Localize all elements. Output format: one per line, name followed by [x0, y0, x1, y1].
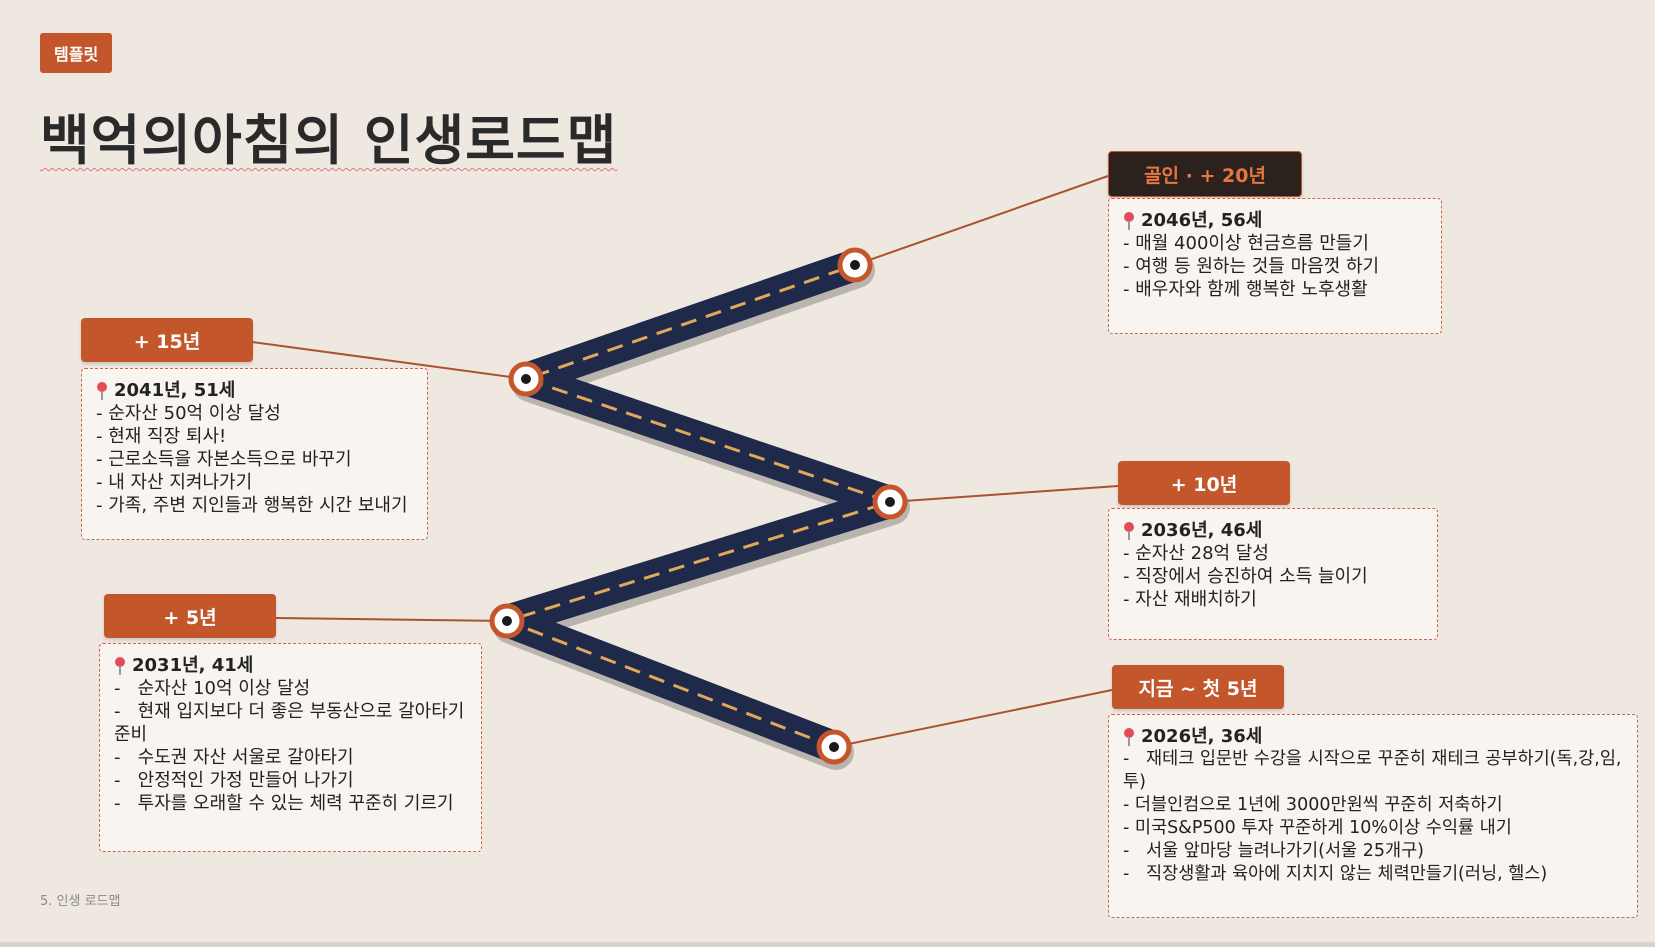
stage-box-goal: 2046년, 56세 - 매월 400이상 현금흐름 만들기 - 여행 등 원하…: [1108, 198, 1442, 334]
stage-label-10: + 10년: [1118, 461, 1290, 505]
stage-item: - 순자산 10억 이상 달성: [114, 678, 311, 699]
stage-label-goal: 골인 · + 20년: [1108, 151, 1302, 197]
stage-item: - 순자산 50억 이상 달성: [96, 403, 281, 424]
stage-head: 2046년, 56세: [1123, 209, 1429, 232]
stage-item: - 서울 앞마당 늘려나가기(서울 25개구): [1123, 841, 1425, 861]
stage-box-15: 2041년, 51세 - 순자산 50억 이상 달성 - 현재 직장 퇴사! -…: [81, 368, 428, 540]
stage-item: - 자산 재배치하기: [1123, 589, 1257, 610]
connector-10: [889, 485, 1119, 503]
stage-box-now: 2026년, 36세 - 재테크 입문반 수강을 시작으로 꾸준히 재테크 공부…: [1108, 714, 1638, 918]
stage-head: 2026년, 36세: [1123, 725, 1625, 748]
pin-icon: [114, 656, 126, 676]
stage-head: 2031년, 41세: [114, 654, 469, 677]
connector-5: [275, 617, 508, 622]
page-title: 백억의아침의 인생로드맵: [40, 109, 618, 172]
stage-label-5: + 5년: [104, 594, 276, 638]
connector-15: [251, 341, 527, 380]
stage-label-now: 지금 ~ 첫 5년: [1112, 665, 1284, 709]
bottom-rule: [0, 942, 1655, 947]
road-dashes: [505, 263, 892, 749]
milestone-marker-goal: [837, 247, 873, 283]
connector-now: [833, 689, 1113, 748]
stage-head: 2036년, 46세: [1123, 519, 1425, 542]
pin-icon: [1123, 727, 1135, 747]
stage-item: - 미국S&P500 투자 꾸준하게 10%이상 수익률 내기: [1123, 818, 1512, 838]
stage-label-15: + 15년: [81, 318, 253, 362]
template-tag: 템플릿: [40, 33, 113, 73]
stage-item: - 직장에서 승진하여 소득 늘이기: [1123, 566, 1368, 587]
stage-item: - 재테크 입문반 수강을 시작으로 꾸준히 재테크 공부하기(독,강,임,투): [1123, 749, 1622, 792]
stage-item: - 안정적인 가정 만들어 나가기: [114, 770, 354, 791]
milestone-marker-15: [508, 361, 544, 397]
pin-icon: [1123, 211, 1135, 231]
milestone-marker-now: [816, 729, 852, 765]
stage-item: - 직장생활과 육아에 지치지 않는 체력만들기(러닝, 헬스): [1123, 864, 1548, 884]
connector-goal: [854, 175, 1109, 266]
stage-item: - 여행 등 원하는 것들 마음껏 하기: [1123, 256, 1380, 277]
stage-item: - 현재 입지보다 더 좋은 부동산으로 갈아타기 준비: [114, 701, 471, 745]
milestone-marker-10: [872, 484, 908, 520]
stage-item: - 매월 400이상 현금흐름 만들기: [1123, 233, 1369, 254]
stage-item: - 더블인컴으로 1년에 3000만원씩 꾸준히 저축하기: [1123, 795, 1503, 815]
stage-head: 2041년, 51세: [96, 379, 415, 402]
stage-box-10: 2036년, 46세 - 순자산 28억 달성 - 직장에서 승진하여 소득 늘…: [1108, 508, 1438, 640]
stage-item: - 가족, 주변 지인들과 행복한 시간 보내기: [96, 495, 408, 516]
stage-item: - 순자산 28억 달성: [1123, 543, 1269, 564]
stage-item: - 투자를 오래할 수 있는 체력 꾸준히 기르기: [114, 793, 454, 814]
stage-box-5: 2031년, 41세 - 순자산 10억 이상 달성 - 현재 입지보다 더 좋…: [99, 643, 482, 852]
pin-icon: [1123, 521, 1135, 541]
stage-item: - 수도권 자산 서울로 갈아타기: [114, 747, 354, 768]
stage-item: - 현재 직장 퇴사!: [96, 426, 227, 447]
stage-item: - 내 자산 지켜나가기: [96, 472, 253, 493]
stage-item: - 배우자와 함께 행복한 노후생활: [1123, 279, 1368, 300]
milestone-marker-5: [489, 603, 525, 639]
slide-footer: 5. 인생 로드맵: [40, 894, 121, 909]
pin-icon: [96, 381, 108, 401]
stage-item: - 근로소득을 자본소득으로 바꾸기: [96, 449, 352, 470]
